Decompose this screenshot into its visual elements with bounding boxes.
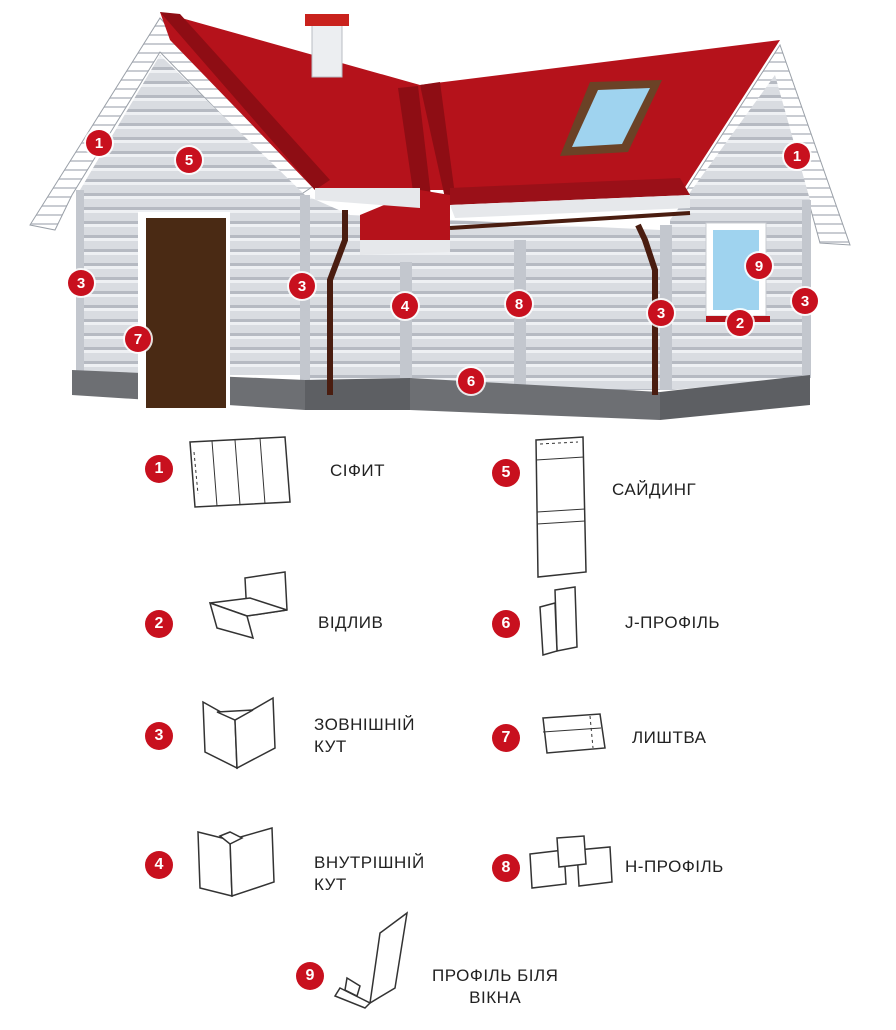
legend-badge: 5 — [492, 459, 520, 487]
legend-badge: 9 — [296, 962, 324, 990]
porch-roof — [360, 190, 450, 242]
marker-badge: 8 — [506, 291, 532, 317]
legend-badge: 2 — [145, 610, 173, 638]
outer-corner-part-icon — [202, 696, 276, 770]
legend-badge: 8 — [492, 854, 520, 882]
downpipe-left — [327, 210, 348, 395]
window-sill-part-icon — [208, 571, 288, 640]
siding-part-icon — [535, 436, 587, 578]
roof-left — [160, 12, 450, 190]
legend-label: ВІДЛИВ — [318, 613, 384, 632]
legend-label: J-ПРОФІЛЬ — [625, 613, 721, 632]
legend-label: САЙДИНГ — [612, 480, 697, 499]
marker-badge: 2 — [727, 310, 753, 336]
trim-part-icon — [542, 713, 606, 754]
marker-badge: 6 — [458, 368, 484, 394]
marker-badge: 1 — [784, 143, 810, 169]
h-profile-part-icon — [529, 835, 613, 889]
legend-badge: 4 — [145, 851, 173, 879]
door — [146, 218, 226, 408]
inner-corner-part-icon — [197, 827, 275, 898]
legend-badge: 6 — [492, 610, 520, 638]
marker-badge: 3 — [289, 273, 315, 299]
window-profile-part-icon — [333, 911, 409, 1009]
j-profile-part-icon — [539, 586, 578, 656]
legend-badge: 1 — [145, 455, 173, 483]
soffit-part-icon — [189, 436, 291, 508]
legend-label: H-ПРОФІЛЬ — [625, 857, 724, 876]
marker-badge: 4 — [392, 293, 418, 319]
chimney — [311, 21, 343, 78]
marker-badge: 1 — [86, 130, 112, 156]
marker-badge: 9 — [746, 253, 772, 279]
marker-badge: 5 — [176, 147, 202, 173]
legend-label: СІФИТ — [330, 461, 386, 480]
house-illustration — [29, 12, 851, 420]
legend-badge: 7 — [492, 724, 520, 752]
marker-badge: 3 — [792, 288, 818, 314]
marker-badge: 7 — [125, 326, 151, 352]
downpipe-right — [635, 223, 658, 395]
marker-badge: 3 — [68, 270, 94, 296]
legend-label: ЛИШТВА — [632, 728, 707, 747]
legend-badge: 3 — [145, 722, 173, 750]
marker-badge: 3 — [648, 300, 674, 326]
